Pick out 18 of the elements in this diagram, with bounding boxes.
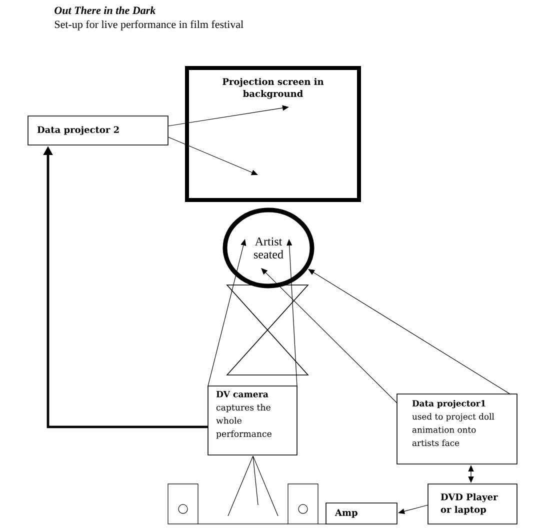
arrow	[168, 105, 289, 126]
text-box: DV camera captures the whole performance	[208, 386, 298, 456]
screen-box: Projection screen in background	[185, 66, 361, 202]
speaker-box	[288, 484, 318, 524]
arrow	[308, 269, 510, 394]
arrow	[468, 465, 474, 483]
text-box: Data projector 2	[28, 116, 168, 146]
arrow	[286, 239, 298, 386]
arrow	[261, 268, 398, 404]
arrow	[208, 239, 246, 386]
text-box: Data projector1 used to project doll animation onto artists face	[396, 394, 518, 464]
subtitle: Set-up for live performance in film festival	[54, 20, 244, 30]
arrow	[168, 136, 258, 176]
text-box: Amp	[326, 502, 398, 524]
text-box: DVD Player or laptop	[428, 484, 518, 524]
arrow	[398, 504, 428, 514]
title: Out There in the Dark	[54, 6, 156, 14]
speaker-box	[168, 484, 198, 524]
